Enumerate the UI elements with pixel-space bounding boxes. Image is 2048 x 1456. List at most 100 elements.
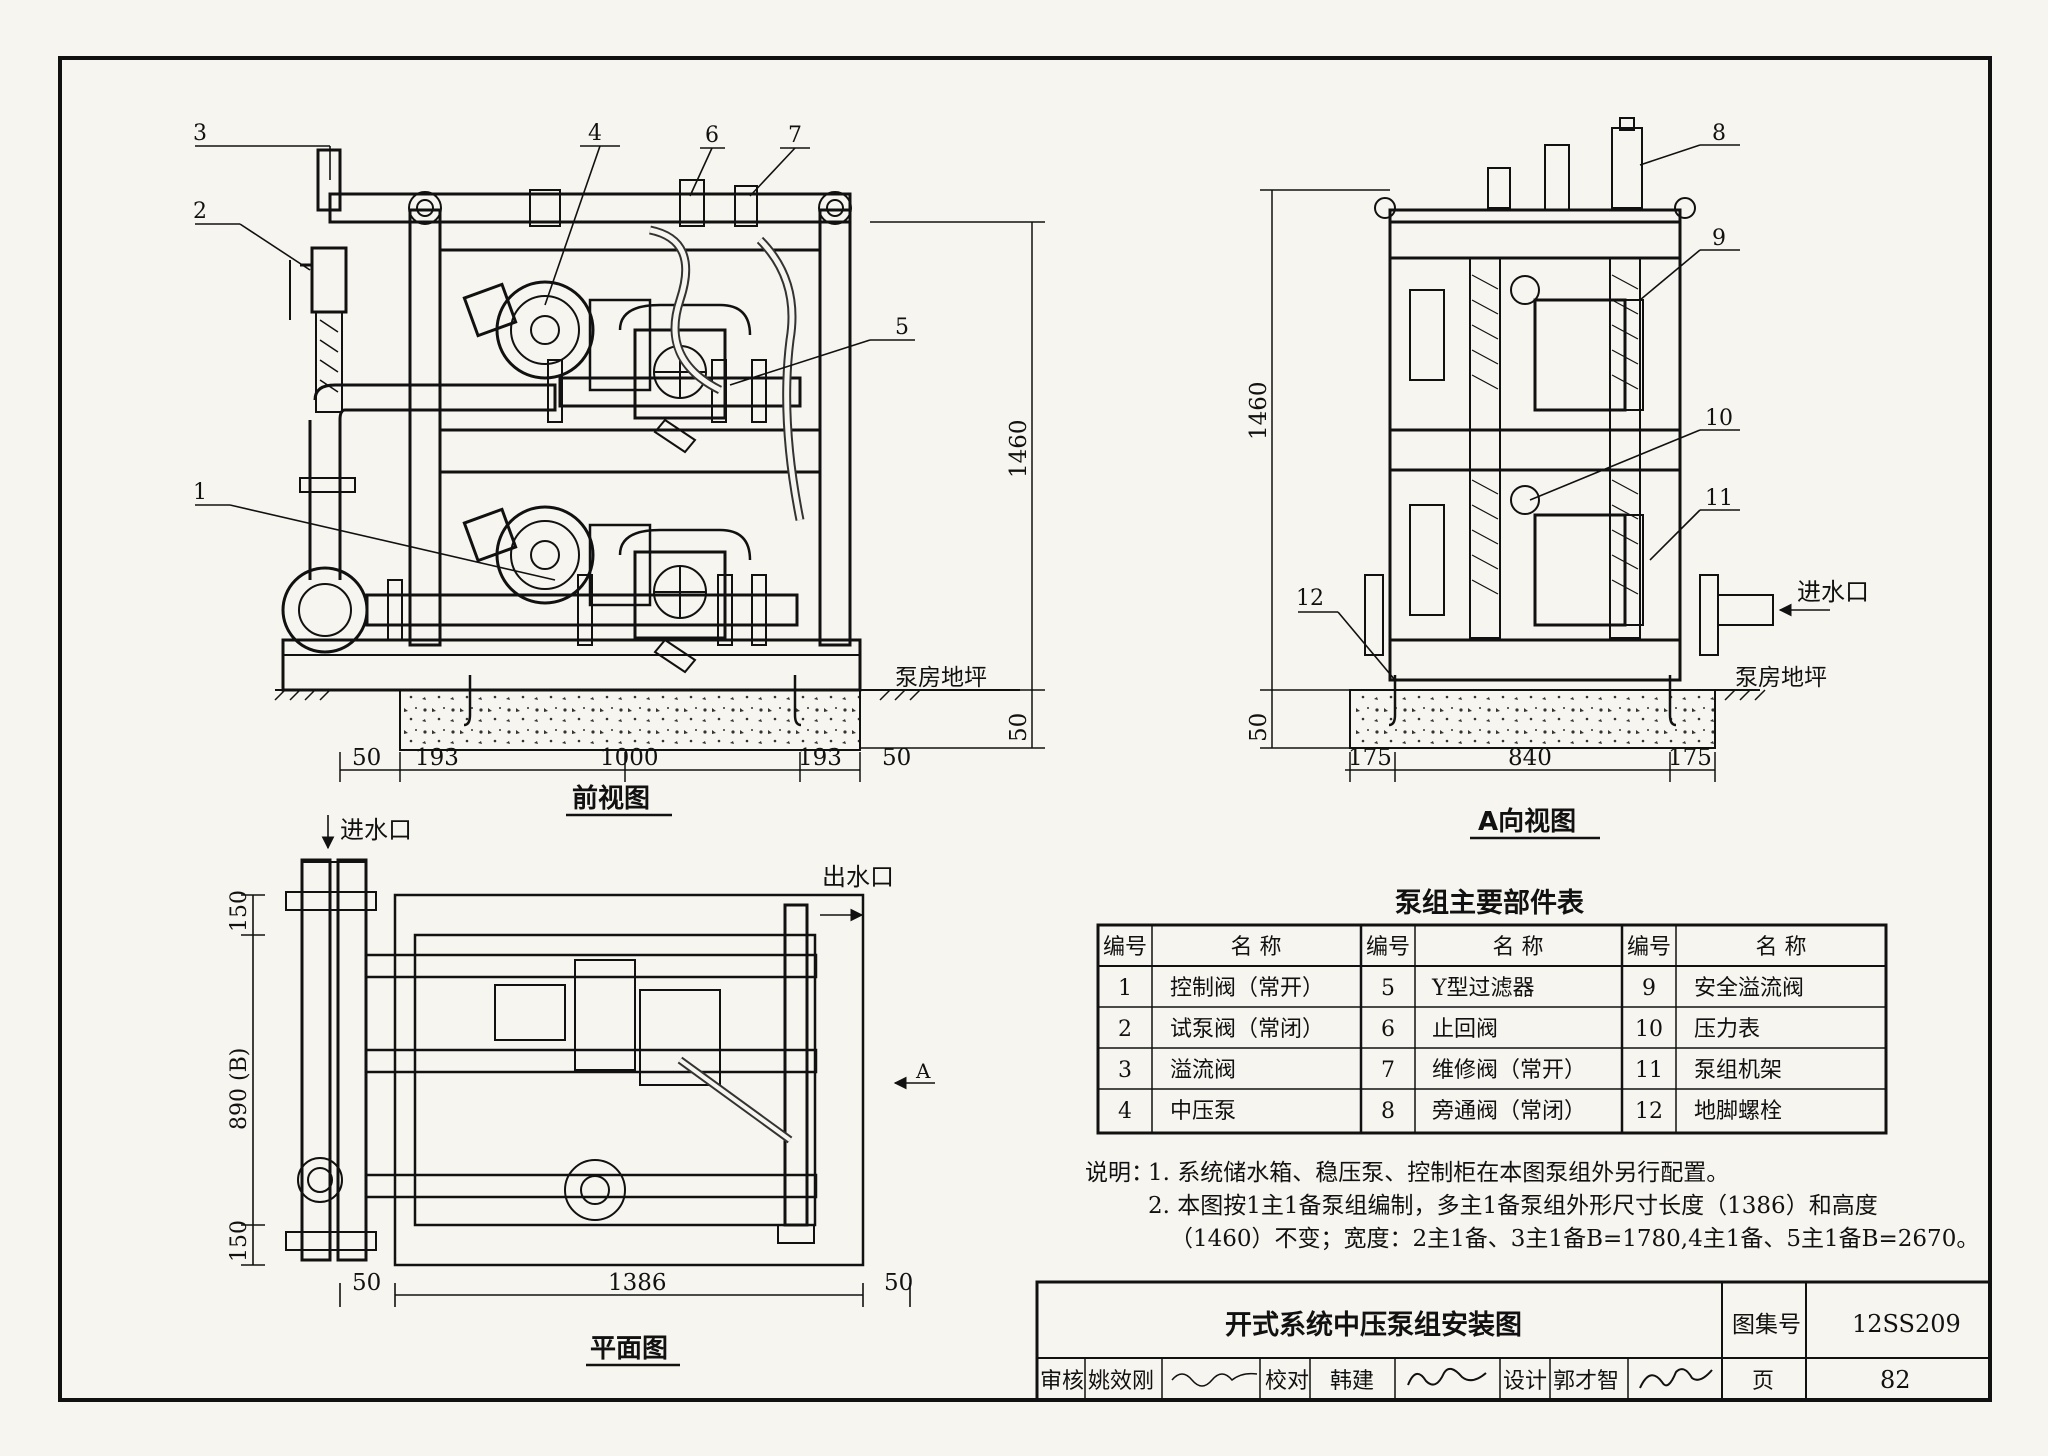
side-callout-labels: 8 9 10 11 12 进水口 泵房地坪 [1296,121,1869,691]
reviewer-name: 姚效刚 [1088,1369,1154,1394]
parts-table-cell: 11 [1635,1058,1663,1083]
parts-table-cell: 旁通阀（常闭） [1432,1099,1586,1124]
front-dimensions [339,221,1045,782]
side-inlet-label: 进水口 [1797,578,1869,606]
callout-6: 5 [895,315,909,340]
parts-table-cell: 试泵阀（常闭） [1170,1017,1324,1042]
parts-table-cell: 9 [1642,976,1656,1001]
parts-table-cell: 8 [1381,1099,1395,1124]
callout-4: 6 [705,123,719,148]
notes: 说明： 1. 系统储水箱、稳压泵、控制柜在本图泵组外另行配置。 2. 本图按1主… [1085,1160,1979,1252]
dim-plan-v2: 890 (B) [227,1048,252,1130]
review-label: 审核 [1040,1369,1084,1394]
dim-plan-3: 50 [884,1270,913,1296]
callout-8: 8 [1712,121,1726,146]
title-block [1035,1280,1992,1402]
plan-view-title: 平面图 [590,1334,668,1364]
parts-table-header: 编号 [1103,935,1147,960]
front-callout-labels: 3 2 4 6 7 5 1 [193,121,909,505]
parts-table-cell: 4 [1118,1099,1132,1124]
parts-table-header: 编号 [1627,935,1671,960]
callout-7: 1 [193,480,207,505]
designer-name: 郭才智 [1553,1369,1619,1394]
dim-plan-v3: 150 [227,1220,252,1262]
callout-12: 12 [1296,586,1324,611]
callout-1: 3 [193,121,207,146]
note-line-2: 2. 本图按1主1备泵组编制，多主1备泵组外形尺寸长度（1386）和高度 [1148,1193,1878,1219]
dim-side-base: 50 [1246,713,1272,742]
note-line-1: 1. 系统储水箱、稳压泵、控制柜在本图泵组外另行配置。 [1148,1160,1729,1186]
parts-table-cell: 止回阀 [1432,1017,1498,1042]
dim-plan-2: 1386 [608,1270,667,1296]
parts-table-cell: 5 [1381,976,1395,1001]
parts-table [1096,923,1888,1135]
atlas-number: 12SS209 [1852,1310,1961,1338]
dim-side-3: 175 [1668,745,1712,771]
plan-view [285,858,865,1267]
front-floor-label: 泵房地坪 [895,665,987,691]
callout-3: 4 [588,121,602,146]
parts-table-cell: 维修阀（常开） [1432,1058,1586,1083]
plan-inlet-label: 进水口 [340,816,412,844]
check-label: 校对 [1265,1369,1309,1394]
parts-table-cell: 压力表 [1694,1017,1760,1042]
title-block-text: 开式系统中压泵组安装图 图集号 12SS209 审核 姚效刚 校对 韩建 设计 … [1040,1309,1961,1394]
plan-a-arrow-label: A [915,1059,931,1083]
side-view-title: A向视图 [1478,806,1576,837]
parts-table-cell: 溢流阀 [1170,1058,1236,1083]
dim-front-2: 193 [415,745,459,771]
dim-plan-v1: 150 [227,890,252,932]
dim-front-5: 50 [882,745,911,771]
parts-table-header: 名 称 [1493,935,1544,960]
dim-front-1: 50 [352,745,381,771]
parts-table-cell: Y型过滤器 [1431,976,1535,1001]
front-view-title: 前视图 [572,783,650,814]
plan-annotations [241,815,935,1307]
side-floor-label: 泵房地坪 [1735,665,1827,691]
plan-labels: 进水口 出水口 A 50 1386 50 150 890 (B) 150 [227,816,931,1296]
dim-front-base: 50 [1006,713,1032,742]
callout-5: 7 [788,123,802,148]
checker-name: 韩建 [1330,1369,1374,1394]
parts-table-title: 泵组主要部件表 [1395,887,1584,919]
designer-signature [1639,1368,1713,1389]
parts-table-header: 名 称 [1756,935,1807,960]
parts-table-cell: 6 [1381,1017,1395,1042]
side-callouts [1298,144,1830,681]
parts-table-header: 编号 [1366,935,1410,960]
dim-side-1: 175 [1348,745,1392,771]
parts-table-header: 名 称 [1231,935,1282,960]
parts-table-cell: 3 [1118,1058,1132,1083]
checker-signature [1407,1367,1487,1386]
parts-table-cell: 1 [1118,976,1132,1001]
front-dimension-labels: 50 193 1000 193 50 1460 50 泵房地坪 [352,419,1032,771]
dim-plan-1: 50 [352,1270,381,1296]
reviewer-signature [1171,1372,1258,1387]
page-label: 页 [1752,1369,1774,1394]
callout-2: 2 [193,199,207,224]
sheet-border [58,56,1992,1402]
dim-front-4: 193 [798,745,842,771]
parts-table-cell: 2 [1118,1017,1132,1042]
dim-front-height: 1460 [1006,419,1032,478]
front-view [274,148,1020,751]
plan-outlet-label: 出水口 [822,863,894,891]
callout-11: 11 [1705,486,1733,511]
dim-side-2: 840 [1508,745,1552,771]
side-dimension-labels: 175 840 175 1460 50 [1246,381,1712,771]
drawing-title: 开式系统中压泵组安装图 [1225,1309,1522,1341]
side-view [1349,117,1774,749]
parts-table-cell: 控制阀（常开） [1170,976,1324,1001]
notes-label: 说明： [1085,1160,1154,1186]
callout-10: 10 [1705,406,1733,431]
front-callouts [195,145,915,581]
parts-table-cell: 中压泵 [1170,1099,1236,1124]
note-line-3: （1460）不变；宽度：2主1备、3主1备B=1780,4主1备、5主1备B=2… [1170,1226,1979,1252]
parts-table-cell: 7 [1381,1058,1395,1083]
design-label: 设计 [1503,1369,1547,1394]
parts-table-cell: 安全溢流阀 [1694,976,1804,1001]
dim-side-height: 1460 [1246,381,1272,440]
page-number: 82 [1880,1366,1911,1394]
atlas-label: 图集号 [1732,1312,1801,1338]
